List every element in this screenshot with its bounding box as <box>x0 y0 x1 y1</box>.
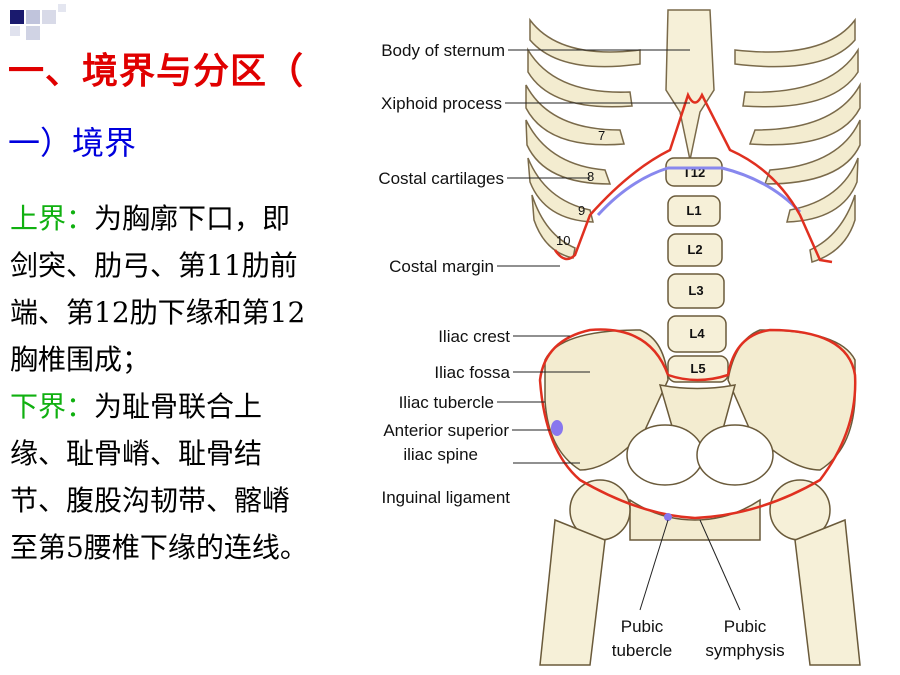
rib-cage <box>525 17 861 263</box>
rib-number: 8 <box>587 169 594 184</box>
vertebral-column <box>665 157 729 383</box>
vertebra-label: L5 <box>690 361 705 376</box>
label-asis: Anterior superior <box>383 421 509 440</box>
vertebra-labels: T12 L1 L2 L3 L4 L5 <box>683 165 706 376</box>
label-iliac-fossa: Iliac fossa <box>434 363 510 382</box>
label-costal-margin: Costal margin <box>389 257 494 276</box>
label-costal-cartilages: Costal cartilages <box>378 169 504 188</box>
label-pubic-symphysis: symphysis <box>705 641 784 660</box>
label-inguinal-ligament: Inguinal ligament <box>381 488 510 507</box>
lower-boundary-line <box>538 328 857 520</box>
sternum <box>665 9 715 161</box>
upper-boundary-text: 为胸廓下口，即剑突、肋弓、第11肋前端、第12肋下缘和第12胸椎围成； <box>10 202 306 376</box>
upper-boundary-line <box>553 91 833 264</box>
pubic-tubercle-marker <box>664 513 672 521</box>
boundary-description: 上界：为胸廓下口，即剑突、肋弓、第11肋前端、第12肋下缘和第12胸椎围成； 下… <box>10 195 310 571</box>
rib-number: 9 <box>578 203 585 218</box>
label-iliac-crest: Iliac crest <box>438 327 510 346</box>
femurs <box>539 479 861 666</box>
upper-boundary-label: 上界： <box>10 202 95 235</box>
figure-labels: Body of sternum Xiphoid process Costal c… <box>378 41 784 660</box>
vertebra-label: L4 <box>689 326 705 341</box>
corner-decoration <box>0 0 80 60</box>
slide-subtitle: 一）境界 <box>8 124 137 162</box>
label-pubic-tubercle: Pubic <box>621 617 664 636</box>
pelvis <box>544 329 856 541</box>
label-asis: iliac spine <box>403 445 478 464</box>
vertebra-label: L1 <box>686 203 701 218</box>
rib-numbers: 7 8 9 10 <box>556 128 605 248</box>
lower-boundary-label: 下界： <box>10 390 95 423</box>
label-xiphoid-process: Xiphoid process <box>381 94 502 113</box>
lower-boundary-text: 为耻骨联合上缘、耻骨嵴、耻骨结节、腹股沟韧带、髂嵴至第5腰椎下缘的连线。 <box>10 390 308 564</box>
label-iliac-tubercle: Iliac tubercle <box>399 393 494 412</box>
vertebra-label: L2 <box>687 242 702 257</box>
rib-number: 7 <box>598 128 605 143</box>
label-pubic-symphysis: Pubic <box>724 617 767 636</box>
leader-lines <box>497 49 741 611</box>
rib-number: 10 <box>556 233 570 248</box>
label-body-of-sternum: Body of sternum <box>381 41 505 60</box>
thoracic-outlet-line <box>596 166 802 217</box>
slide-title: 一、境界与分区（ <box>8 51 305 92</box>
asis-marker <box>551 420 563 436</box>
label-pubic-tubercle: tubercle <box>612 641 672 660</box>
vertebra-label: L3 <box>688 283 703 298</box>
